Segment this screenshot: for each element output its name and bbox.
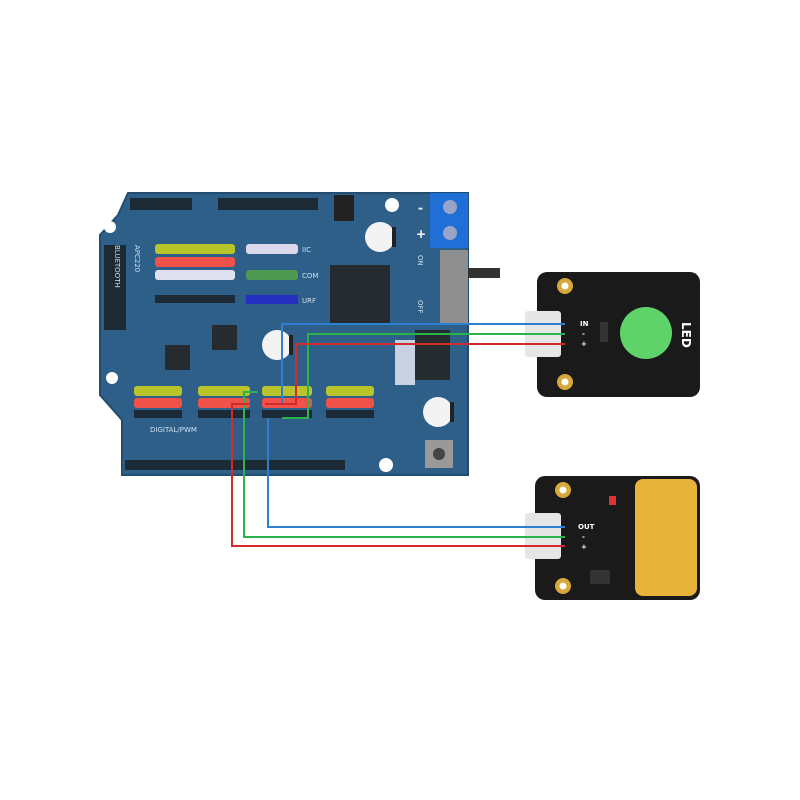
board-label-bluetooth: BLUETOOTH [113,245,121,288]
mounting-hole [379,458,393,472]
terminal-plus-label: + [416,227,426,241]
led-pin-in: IN [580,320,589,328]
ic-chip [165,345,190,370]
digital-pwm-label: DIGITAL/PWM [150,426,197,434]
mounting-hole [385,198,399,212]
wires [231,323,565,547]
board-label-apc220: APC220 [133,245,141,272]
wire-touch-signal [267,418,565,528]
ic-chip [212,325,237,350]
iic-label: IIC [302,246,311,254]
analog-ground-row [155,270,235,280]
digital-pin-headers [134,386,374,418]
switch-on-label: ON [416,255,424,266]
power-terminal[interactable]: - + [416,193,468,248]
sensor-chip [590,570,610,584]
wire-touch-ground [243,391,565,538]
iic-header [246,244,298,254]
wire-led-ground [282,333,565,419]
touch-pin-plus: + [581,543,587,551]
reset-button-cap[interactable] [433,448,445,460]
capacitor [262,330,293,360]
urf-header [246,295,298,304]
mounting-hole [104,221,116,233]
small-chip [334,195,354,221]
led-label: LED [679,322,693,348]
analog-signal-row [155,244,235,254]
mcu-chip [330,265,390,323]
led-pin-plus: + [581,340,587,348]
capacitor [365,222,396,252]
touch-sensor-module: OUT - + [525,476,700,600]
terminal-minus-label: - [418,201,423,215]
top-header-analog [130,198,192,210]
power-switch[interactable]: ON OFF [416,250,500,325]
smd-component [600,322,608,342]
urf-label: URF [302,297,316,305]
touch-pin-out: OUT [578,523,595,531]
wire-led-signal [281,323,565,405]
touch-pad[interactable] [635,479,697,596]
switch-off-label: OFF [416,300,424,314]
com-header [246,270,298,280]
top-header-power [218,198,318,210]
wire-touch-power [231,403,565,547]
indicator-led [609,496,616,505]
bluetooth-header [104,245,126,330]
led-module-pcb [537,272,700,397]
bottom-header [125,460,345,470]
ic-chip [415,330,450,380]
mounting-hole [106,372,118,384]
touch-pin-minus: - [582,533,585,541]
analog-power-row [155,257,235,267]
capacitor [423,397,454,427]
expansion-board: APC220 BLUETOOTH IIC COM URF - + ON [99,192,500,476]
led-module: LED IN - + [525,272,700,397]
resistor-array [395,340,415,385]
analog-pin-row [155,295,235,303]
led-pin-minus: - [582,330,585,338]
green-led [620,307,672,359]
wire-led-power [265,343,565,405]
com-label: COM [302,272,318,280]
